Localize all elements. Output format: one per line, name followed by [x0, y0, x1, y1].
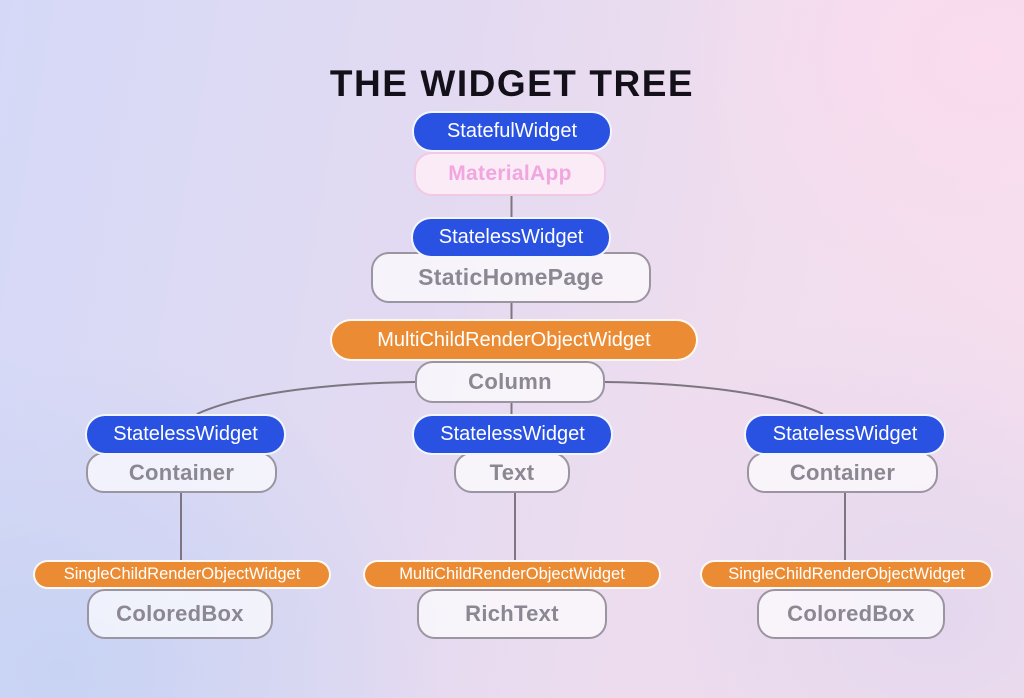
- page-title: THE WIDGET TREE: [0, 63, 1024, 105]
- widget-type-pill-column: MultiChildRenderObjectWidget: [330, 319, 698, 361]
- widget-type-pill-text: StatelessWidget: [412, 414, 613, 455]
- connector-column-container-right: [604, 381, 824, 415]
- node-statichomepage: StaticHomePage: [371, 252, 651, 303]
- widget-type-pill-statichomepage: StatelessWidget: [411, 217, 611, 258]
- widget-type-pill-container-left: StatelessWidget: [85, 414, 286, 455]
- widget-type-pill-container-right: StatelessWidget: [744, 414, 946, 455]
- widget-name-label: Text: [489, 459, 535, 485]
- widget-type-label: StatelessWidget: [440, 423, 585, 445]
- node-coloredbox-left: ColoredBox: [87, 589, 273, 639]
- widget-name-label: Column: [468, 369, 552, 394]
- widget-type-label: SingleChildRenderObjectWidget: [728, 565, 965, 583]
- widget-name-label: MaterialApp: [448, 162, 572, 185]
- node-coloredbox-right: ColoredBox: [757, 589, 945, 639]
- node-text: Text: [454, 452, 570, 493]
- widget-type-label: StatelessWidget: [113, 423, 258, 445]
- widget-name-label: RichText: [465, 601, 559, 626]
- node-column: Column: [415, 361, 605, 403]
- title-emphasis: WIDGET: [420, 62, 578, 104]
- title-post: TREE: [589, 62, 695, 104]
- widget-type-pill-coloredbox-right: SingleChildRenderObjectWidget: [700, 560, 993, 589]
- widget-name-label: Container: [789, 459, 896, 485]
- widget-type-label: MultiChildRenderObjectWidget: [399, 565, 625, 583]
- widget-name-label: ColoredBox: [787, 601, 915, 626]
- node-materialapp: MaterialApp: [414, 152, 606, 196]
- widget-type-pill-richtext: MultiChildRenderObjectWidget: [363, 560, 661, 589]
- node-richtext: RichText: [417, 589, 607, 639]
- widget-type-label: StatelessWidget: [772, 423, 918, 445]
- widget-type-label: StatelessWidget: [438, 226, 584, 248]
- widget-name-label: ColoredBox: [116, 601, 244, 626]
- widget-name-label: StaticHomePage: [418, 264, 604, 290]
- widget-type-label: SingleChildRenderObjectWidget: [63, 565, 301, 583]
- connector-column-container-left: [196, 381, 416, 415]
- node-container-right: Container: [747, 452, 938, 493]
- widget-type-label: MultiChildRenderObjectWidget: [377, 328, 651, 351]
- widget-name-label: Container: [128, 459, 235, 485]
- widget-type-pill-materialapp: StatefulWidget: [412, 111, 612, 152]
- widget-type-pill-coloredbox-left: SingleChildRenderObjectWidget: [33, 560, 331, 589]
- title-pre: THE: [329, 62, 409, 104]
- node-container-left: Container: [86, 452, 277, 493]
- widget-type-label: StatefulWidget: [446, 120, 578, 142]
